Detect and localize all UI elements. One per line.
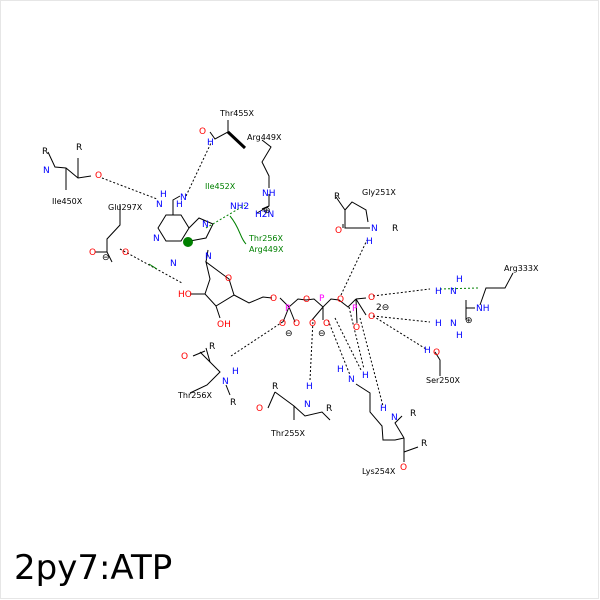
residue-thr455: Thr455X bbox=[219, 109, 255, 118]
residue-thr256-hydrophobic: Thr256X bbox=[248, 234, 284, 243]
atom-r: R bbox=[334, 192, 340, 202]
hydrophobic-contact-atom bbox=[183, 237, 193, 247]
charge-minus: ⊖ bbox=[102, 253, 110, 263]
atom-o: O bbox=[368, 293, 375, 303]
atom-h: H bbox=[366, 237, 373, 247]
atom-r: R bbox=[209, 342, 215, 352]
atom-h: H bbox=[435, 287, 442, 297]
atom-r: R bbox=[326, 404, 332, 414]
charge-minus: ⊖ bbox=[285, 329, 293, 339]
residue-ser250: Ser250X bbox=[426, 376, 461, 385]
atom-n: N bbox=[371, 224, 378, 234]
charge-plus: ⊕ bbox=[263, 206, 271, 216]
atom-h: H bbox=[380, 404, 387, 414]
atom-nh: NH bbox=[262, 189, 276, 199]
atom-o: O bbox=[323, 319, 330, 329]
atom-n: N bbox=[450, 319, 457, 329]
atom-n: N bbox=[156, 200, 163, 210]
atom-r: R bbox=[272, 382, 278, 392]
charge-two-minus: 2⊖ bbox=[376, 303, 389, 313]
atom-h: H bbox=[456, 275, 463, 285]
atom-r: R bbox=[410, 409, 416, 419]
atom-o: O bbox=[181, 352, 188, 362]
atom-labels: O H NH NH2 H2N ⊕ R N R O N H H N N N N N… bbox=[42, 127, 490, 473]
atom-n: N bbox=[222, 377, 229, 387]
residue-thr255: Thr255X bbox=[270, 429, 306, 438]
atom-o: O bbox=[303, 295, 310, 305]
atom-o: O bbox=[335, 226, 342, 236]
residue-ile452: Ile452X bbox=[205, 182, 236, 191]
atom-o: O bbox=[309, 319, 316, 329]
atom-n: N bbox=[180, 193, 187, 203]
charge-minus: ⊖ bbox=[318, 329, 326, 339]
atom-h: H bbox=[337, 365, 344, 375]
hydrophobic-residue-labels: Ile452X Thr256X Arg449X bbox=[205, 182, 284, 254]
atom-o: O bbox=[337, 295, 344, 305]
residue-arg449: Arg449X bbox=[247, 133, 282, 142]
atom-n: N bbox=[304, 400, 311, 410]
atom-o: O bbox=[353, 323, 360, 333]
atom-h: H bbox=[232, 367, 239, 377]
atom-r: R bbox=[76, 143, 82, 153]
atom-r: R bbox=[42, 147, 48, 157]
atom-n: N bbox=[170, 259, 177, 269]
atom-o: O bbox=[368, 312, 375, 322]
atom-o: O bbox=[433, 348, 440, 358]
residue-arg449-hydrophobic: Arg449X bbox=[249, 245, 284, 254]
atom-o: O bbox=[199, 127, 206, 137]
atom-p: P bbox=[319, 294, 325, 304]
atom-n: N bbox=[202, 220, 209, 230]
atom-o: O bbox=[122, 248, 129, 258]
bond-lines bbox=[47, 120, 514, 462]
residue-ile450: Ile450X bbox=[52, 197, 83, 206]
atom-r: R bbox=[230, 398, 236, 408]
atom-n: N bbox=[205, 252, 212, 262]
atom-o: O bbox=[89, 248, 96, 258]
residue-labels: Thr455X Arg449X Ile450X Glu297X Gly251X … bbox=[52, 109, 539, 476]
atom-nh2: NH2 bbox=[230, 202, 249, 212]
atom-n: N bbox=[43, 166, 50, 176]
atom-h: H bbox=[306, 382, 313, 392]
atom-o: O bbox=[225, 274, 232, 284]
residue-gly251: Gly251X bbox=[362, 188, 396, 197]
atom-oh: OH bbox=[217, 320, 231, 330]
charge-plus: ⊕ bbox=[465, 316, 473, 326]
atom-h: H bbox=[435, 319, 442, 329]
residue-lys254: Lys254X bbox=[362, 467, 396, 476]
atom-r: R bbox=[392, 224, 398, 234]
atom-o: O bbox=[270, 294, 277, 304]
atom-n: N bbox=[391, 413, 398, 423]
residue-arg333: Arg333X bbox=[504, 264, 539, 273]
atom-o: O bbox=[95, 171, 102, 181]
residue-glu297: Glu297X bbox=[108, 203, 143, 212]
atom-p: P bbox=[285, 304, 291, 314]
atom-r: R bbox=[421, 439, 427, 449]
atom-o: O bbox=[400, 463, 407, 473]
atom-n: N bbox=[348, 375, 355, 385]
hydrophobic-contacts bbox=[148, 204, 479, 290]
atom-h: H bbox=[207, 138, 214, 148]
atom-h: H bbox=[160, 190, 167, 200]
atom-h: H bbox=[362, 371, 369, 381]
atom-o: O bbox=[293, 319, 300, 329]
atom-nh: NH bbox=[476, 304, 490, 314]
hydrogen-bonds bbox=[101, 142, 431, 407]
atom-o: O bbox=[279, 319, 286, 329]
atom-n: N bbox=[450, 287, 457, 297]
atom-o: O bbox=[256, 404, 263, 414]
atom-n: N bbox=[153, 234, 160, 244]
atom-p: P bbox=[352, 304, 358, 314]
atom-ho: HO bbox=[178, 290, 192, 300]
atom-h2n: H2N bbox=[255, 210, 274, 220]
atom-h: H bbox=[424, 346, 431, 356]
atom-h: H bbox=[456, 331, 463, 341]
atom-h: H bbox=[176, 200, 183, 210]
residue-thr256: Thr256X bbox=[177, 391, 213, 400]
page-title: 2py7:ATP bbox=[14, 548, 173, 588]
